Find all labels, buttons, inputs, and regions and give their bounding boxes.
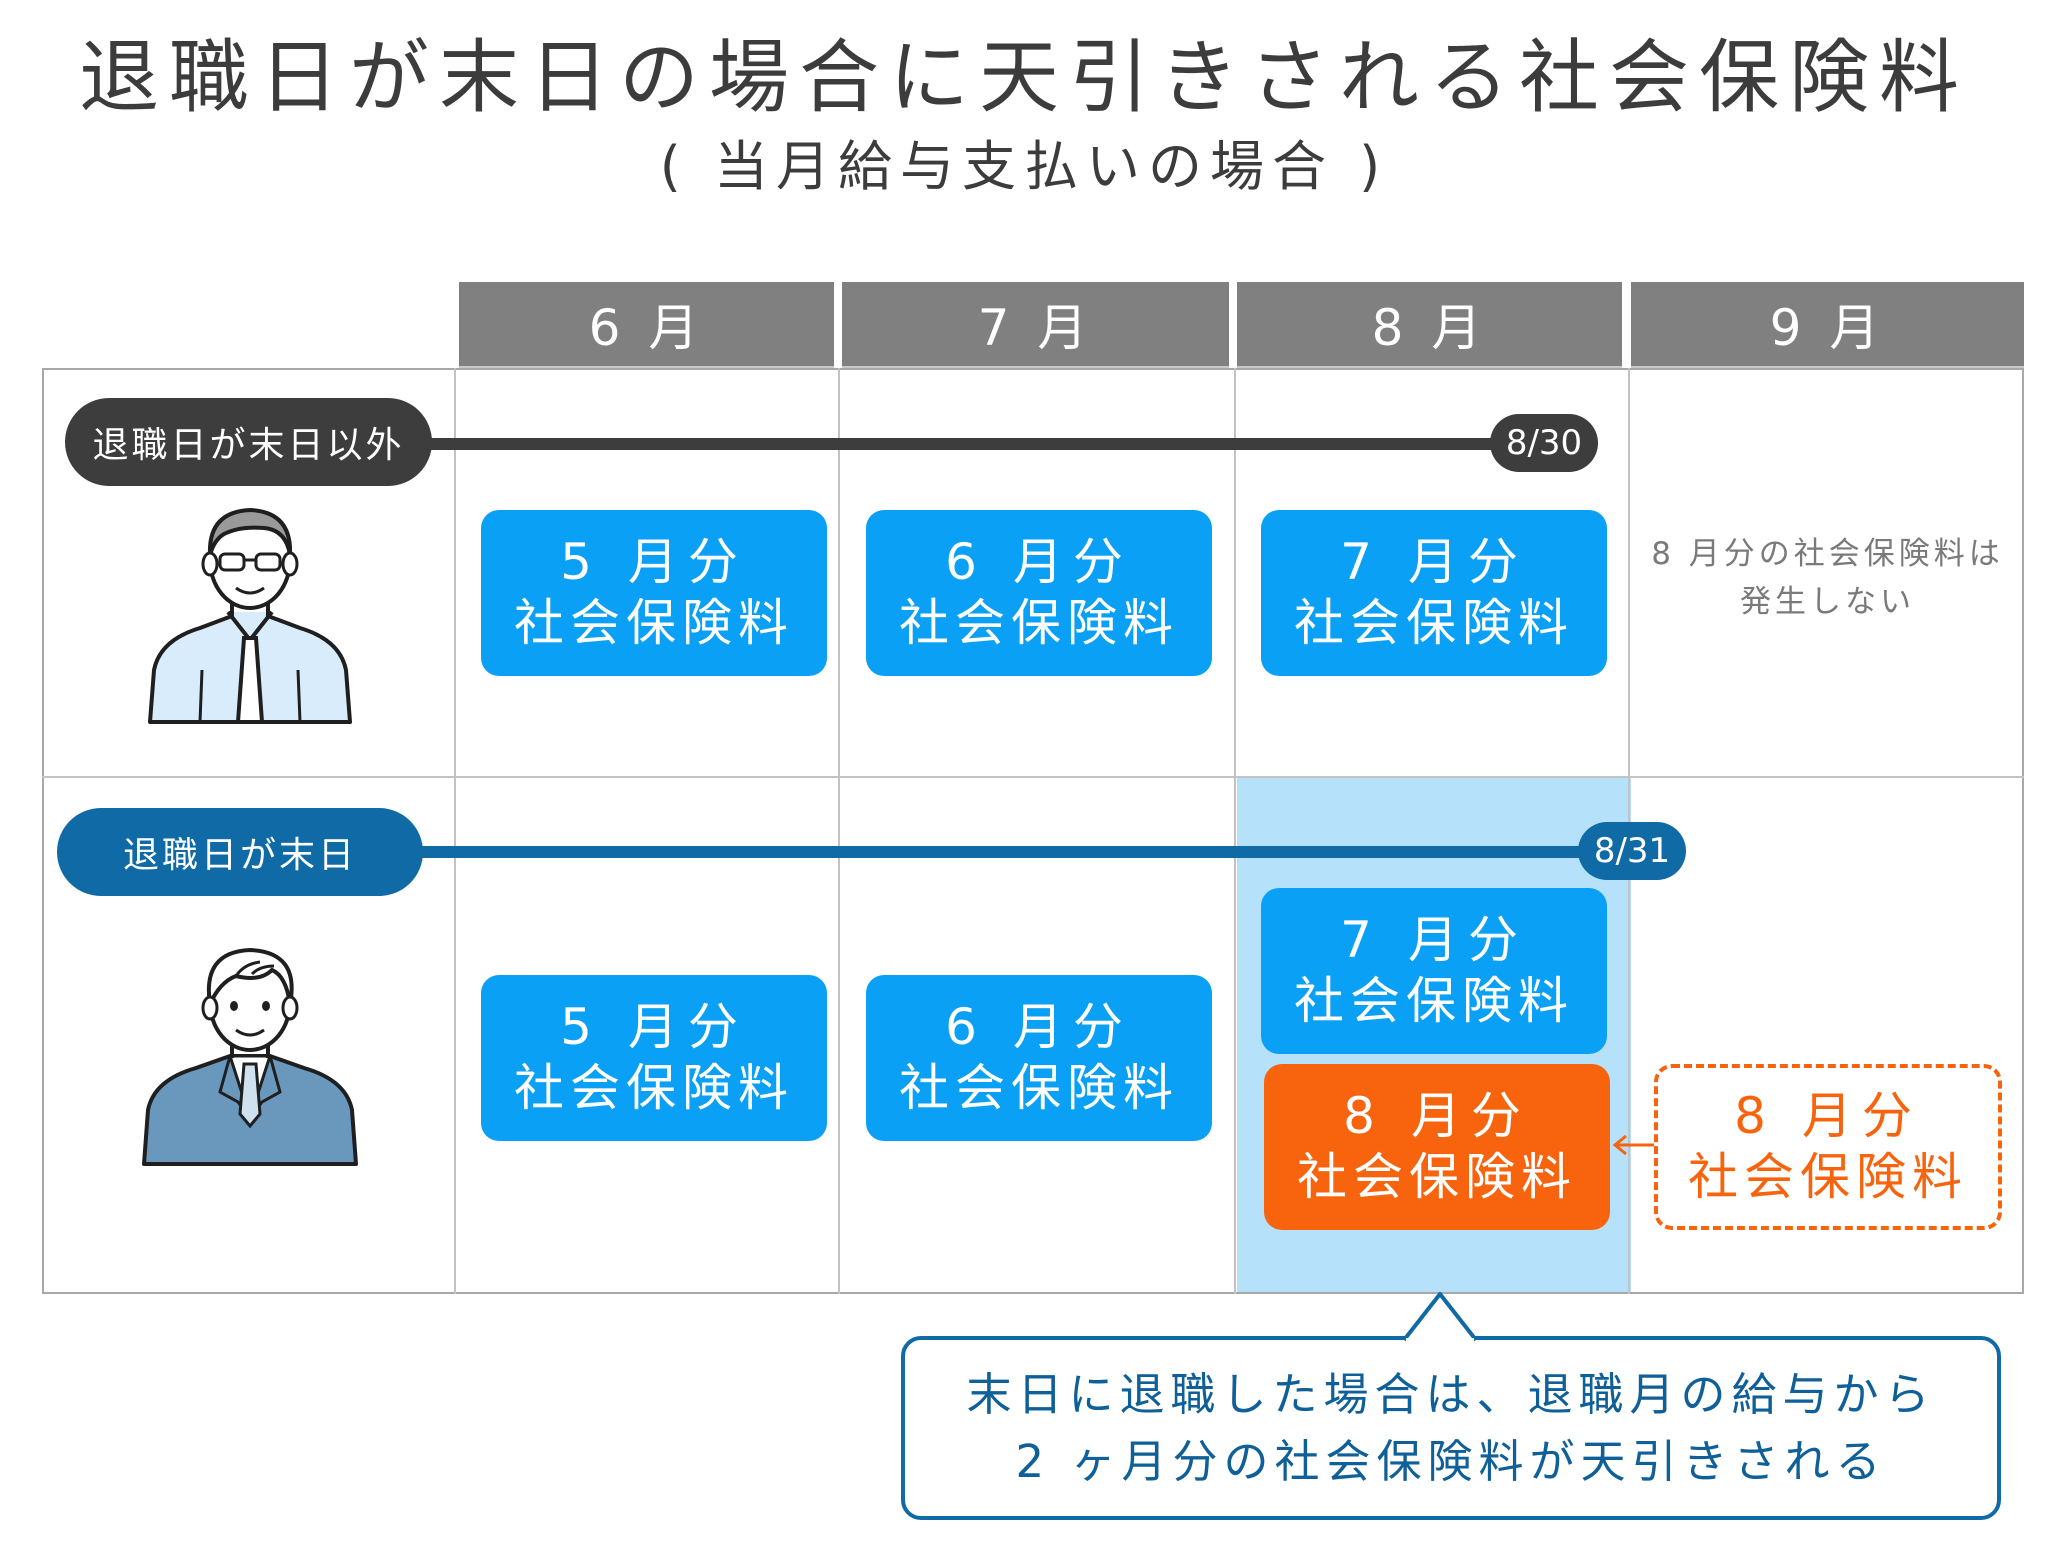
- younger-businessman-icon: [142, 947, 358, 1166]
- insurance-label: 社会保険料: [899, 1059, 1179, 1117]
- callout-pointer: [1402, 1292, 1478, 1342]
- insurance-may: 5 月分 社会保険料: [481, 510, 827, 676]
- insurance-month: 5 月分: [560, 533, 748, 591]
- page-title: 退職日が末日の場合に天引きされる社会保険料: [79, 31, 1969, 124]
- insurance-month: 6 月分: [945, 533, 1133, 591]
- grid-divider: [1234, 368, 1236, 1294]
- insurance-label: 社会保険料: [1294, 594, 1574, 652]
- month-header-july: 7 月: [842, 282, 1229, 370]
- insurance-label: 社会保険料: [514, 1059, 794, 1117]
- insurance-month: 5 月分: [560, 998, 748, 1056]
- row2-label: 退職日が末日: [57, 808, 423, 896]
- insurance-june: 6 月分 社会保険料: [866, 975, 1212, 1141]
- callout-line: 末日に退職した場合は、退職月の給与から: [966, 1367, 1936, 1421]
- month-header-august: 8 月: [1237, 282, 1622, 370]
- insurance-may: 5 月分 社会保険料: [481, 975, 827, 1141]
- insurance-month: 8 月分: [1343, 1087, 1531, 1145]
- insurance-label: 社会保険料: [514, 594, 794, 652]
- insurance-month: 6 月分: [945, 998, 1133, 1056]
- callout-line: 2 ヶ月分の社会保険料が天引きされる: [1015, 1435, 1887, 1488]
- insurance-label: 社会保険料: [899, 594, 1179, 652]
- older-businessman-icon: [148, 507, 352, 724]
- grid-divider: [838, 368, 840, 1294]
- timeline-bar-row1: [300, 438, 1590, 450]
- insurance-august-moved: 8 月分 社会保険料: [1654, 1064, 2002, 1230]
- insurance-month: 7 月分: [1340, 911, 1528, 969]
- summary-callout: 末日に退職した場合は、退職月の給与から 2 ヶ月分の社会保険料が天引きされる: [901, 1336, 2001, 1520]
- note-line: 発生しない: [1740, 584, 1915, 621]
- insurance-label: 社会保険料: [1297, 1148, 1577, 1206]
- note-line: 8 月分の社会保険料は: [1651, 536, 2004, 572]
- insurance-july: 7 月分 社会保険料: [1261, 888, 1607, 1054]
- insurance-july: 7 月分 社会保険料: [1261, 510, 1607, 676]
- insurance-june: 6 月分 社会保険料: [866, 510, 1212, 676]
- insurance-month: 7 月分: [1340, 533, 1528, 591]
- timeline-bar-row2: [300, 846, 1660, 858]
- schedule-grid: [42, 368, 2024, 1294]
- row-divider: [42, 776, 2024, 778]
- insurance-month: 8 月分: [1734, 1087, 1922, 1145]
- insurance-label: 社会保険料: [1688, 1148, 1968, 1206]
- no-august-note: 8 月分の社会保険料は 発生しない: [1631, 530, 2024, 626]
- row1-end-date: 8/30: [1490, 414, 1598, 472]
- insurance-august: 8 月分 社会保険料: [1264, 1064, 1610, 1230]
- row1-label: 退職日が末日以外: [65, 398, 432, 486]
- insurance-label: 社会保険料: [1294, 972, 1574, 1030]
- grid-divider: [454, 368, 456, 1294]
- month-header-june: 6 月: [459, 282, 834, 370]
- month-header-september: 9 月: [1631, 282, 2024, 370]
- row2-end-date: 8/31: [1578, 822, 1686, 880]
- page-subtitle: ( 当月給与支払いの場合 ): [659, 135, 1389, 198]
